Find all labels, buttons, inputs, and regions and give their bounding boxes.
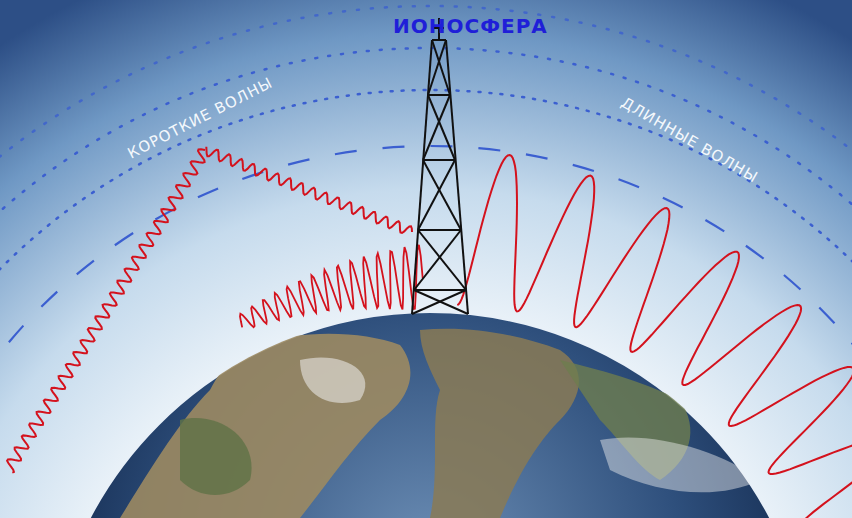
earth bbox=[46, 312, 814, 518]
ionosphere-layers bbox=[0, 6, 852, 518]
short-wave bbox=[7, 147, 412, 473]
ground-wave bbox=[240, 245, 423, 328]
ionosphere-title: ИОНОСФЕРА bbox=[393, 14, 548, 38]
radio-tower bbox=[412, 18, 468, 314]
long-wave bbox=[457, 155, 852, 518]
continents bbox=[120, 329, 760, 518]
